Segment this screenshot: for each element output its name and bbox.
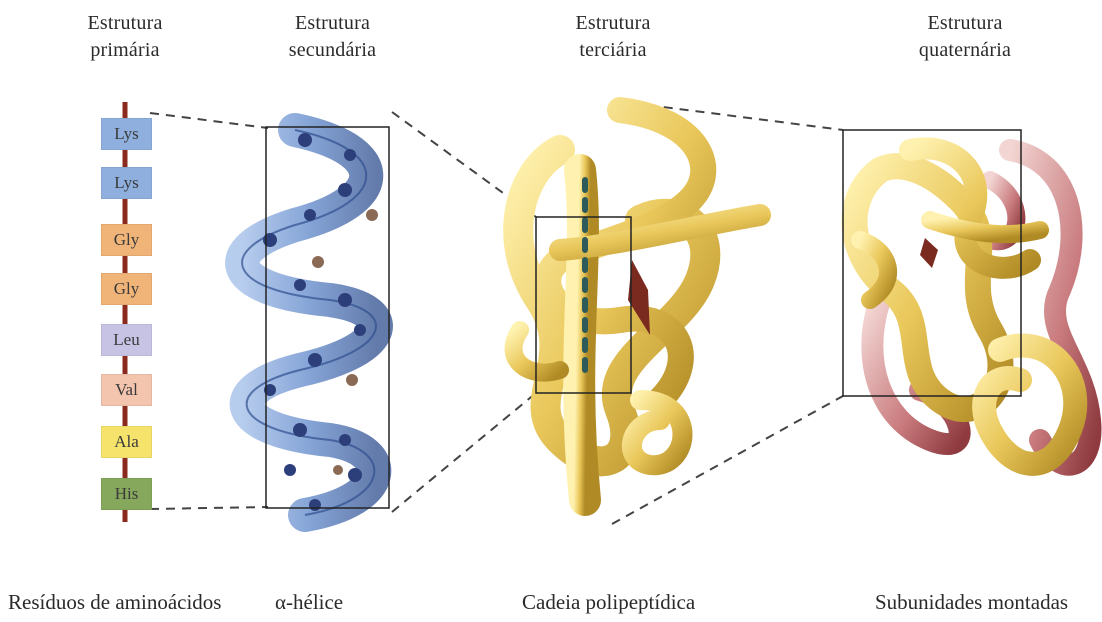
caption-secondary: α-hélice bbox=[275, 590, 343, 614]
residue-box: Gly bbox=[101, 273, 152, 305]
residue-box: Lys bbox=[101, 167, 152, 199]
caption-primary: Resíduos de aminoácidos bbox=[8, 590, 221, 614]
caption-quaternary: Subunidades montadas bbox=[875, 590, 1068, 614]
caption-tertiary: Cadeia polipeptídica bbox=[522, 590, 695, 614]
residue-label: His bbox=[115, 484, 139, 504]
residue-box: Leu bbox=[101, 324, 152, 356]
residue-box: Gly bbox=[101, 224, 152, 256]
residue-label: Gly bbox=[114, 279, 140, 299]
heme-group-quaternary bbox=[920, 238, 938, 268]
residue-box: Val bbox=[101, 374, 152, 406]
quaternary-assembly bbox=[855, 148, 1091, 464]
residue-box: Lys bbox=[101, 118, 152, 150]
residue-label: Val bbox=[115, 380, 138, 400]
connector-1-top bbox=[150, 113, 268, 128]
connector-2-bottom bbox=[392, 393, 536, 512]
residue-label: Lys bbox=[114, 173, 139, 193]
residue-label: Gly bbox=[114, 230, 140, 250]
alpha-helix bbox=[242, 130, 378, 515]
connector-1-bottom bbox=[150, 507, 268, 509]
residue-box: His bbox=[101, 478, 152, 510]
residue-label: Lys bbox=[114, 124, 139, 144]
residue-box: Ala bbox=[101, 426, 152, 458]
residue-label: Ala bbox=[114, 432, 139, 452]
dashed-connectors bbox=[150, 103, 843, 524]
residue-label: Leu bbox=[113, 330, 139, 350]
